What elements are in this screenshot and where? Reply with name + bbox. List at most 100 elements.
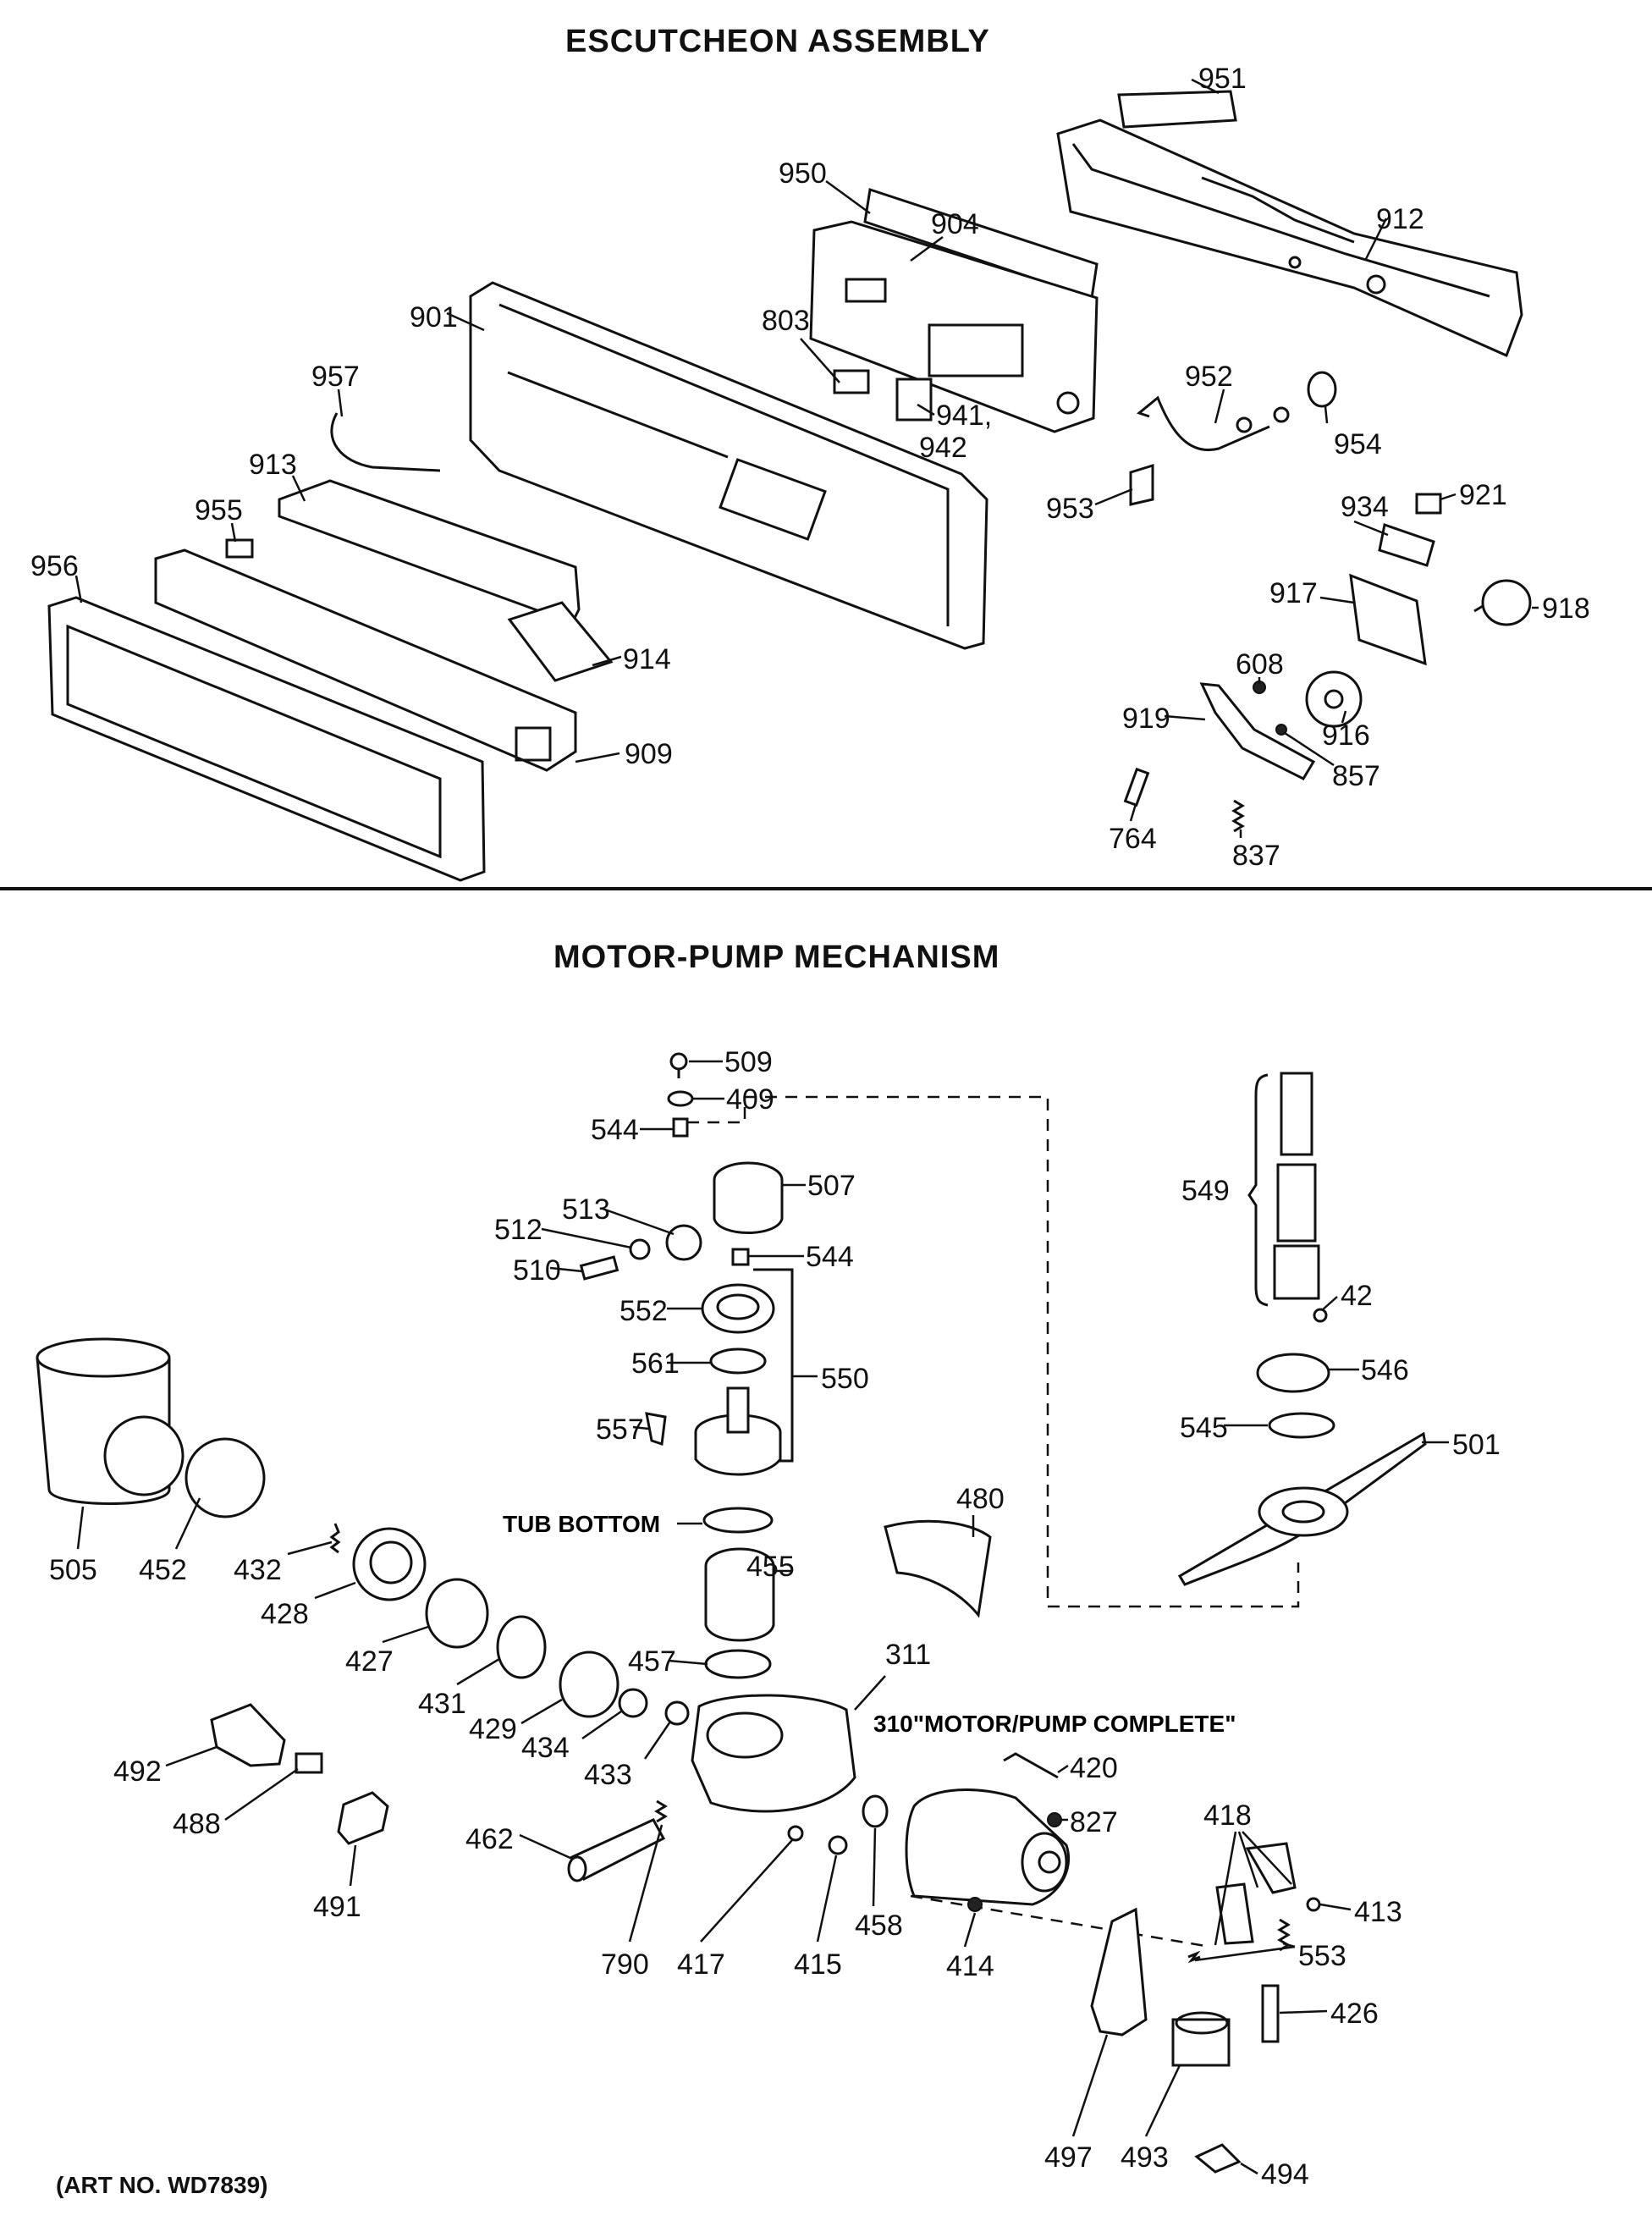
label-942: 942 bbox=[919, 432, 967, 464]
label-921: 921 bbox=[1459, 479, 1507, 511]
label-505: 505 bbox=[49, 1554, 97, 1586]
label-455: 455 bbox=[746, 1551, 795, 1583]
label-452: 452 bbox=[139, 1554, 187, 1586]
label-955: 955 bbox=[195, 494, 243, 526]
part-957-drawing bbox=[330, 412, 441, 472]
part-913-drawing bbox=[278, 479, 581, 625]
escutcheon-parts bbox=[47, 90, 1532, 882]
part-455-drawing bbox=[704, 1547, 775, 1642]
label-544-lower: 544 bbox=[806, 1241, 854, 1273]
label-417: 417 bbox=[677, 1948, 725, 1981]
part-420-drawing bbox=[1003, 1752, 1059, 1779]
part-513-drawing bbox=[665, 1224, 702, 1261]
part-914-drawing bbox=[507, 601, 614, 682]
part-457-drawing bbox=[704, 1649, 772, 1679]
part-956-drawing bbox=[47, 596, 486, 882]
label-912: 912 bbox=[1376, 203, 1424, 235]
label-553: 553 bbox=[1298, 1940, 1346, 1972]
part-912-drawing bbox=[1056, 118, 1523, 358]
part-509-drawing bbox=[669, 1052, 688, 1078]
label-480: 480 bbox=[956, 1483, 1005, 1515]
label-956: 956 bbox=[30, 550, 79, 582]
escutcheon-leaders bbox=[74, 78, 1539, 838]
part-955-drawing bbox=[225, 538, 254, 559]
part-919-drawing bbox=[1199, 682, 1316, 780]
label-914: 914 bbox=[623, 643, 671, 675]
label-418: 418 bbox=[1203, 1799, 1252, 1832]
section-divider bbox=[0, 887, 1652, 890]
label-415: 415 bbox=[794, 1948, 842, 1981]
part-493-drawing bbox=[1171, 2011, 1231, 2067]
label-492: 492 bbox=[113, 1755, 162, 1788]
part-544b-drawing bbox=[731, 1248, 750, 1266]
label-917: 917 bbox=[1269, 577, 1318, 609]
label-409: 409 bbox=[726, 1083, 774, 1116]
label-488: 488 bbox=[173, 1808, 221, 1840]
label-509: 509 bbox=[724, 1046, 773, 1078]
label-497: 497 bbox=[1044, 2141, 1093, 2174]
label-512: 512 bbox=[494, 1214, 542, 1246]
label-957: 957 bbox=[311, 361, 360, 393]
part-918-drawing bbox=[1473, 579, 1532, 626]
part-510-drawing bbox=[579, 1255, 620, 1281]
part-458-drawing bbox=[862, 1794, 889, 1828]
part-904-drawing bbox=[809, 220, 1099, 433]
label-545: 545 bbox=[1180, 1412, 1228, 1444]
part-505-drawing bbox=[36, 1337, 184, 1505]
label-434: 434 bbox=[521, 1732, 570, 1764]
part-951-drawing bbox=[1117, 90, 1237, 129]
label-837: 837 bbox=[1232, 840, 1280, 872]
part-409-drawing bbox=[667, 1090, 694, 1107]
label-457: 457 bbox=[628, 1645, 676, 1678]
label-311: 311 bbox=[885, 1639, 931, 1671]
label-420: 420 bbox=[1070, 1752, 1118, 1784]
part-941-942-drawing bbox=[895, 378, 933, 422]
motor-pump-complete-label: 310"MOTOR/PUMP COMPLETE" bbox=[873, 1711, 1236, 1737]
part-837-drawing bbox=[1231, 799, 1245, 833]
label-513: 513 bbox=[562, 1193, 610, 1226]
label-501: 501 bbox=[1452, 1429, 1501, 1461]
part-434-drawing bbox=[618, 1688, 648, 1718]
part-549-drawing bbox=[1273, 1072, 1320, 1300]
label-954: 954 bbox=[1334, 428, 1382, 460]
part-426-drawing bbox=[1261, 1984, 1280, 2043]
label-909: 909 bbox=[625, 738, 673, 770]
part-917-drawing bbox=[1349, 573, 1427, 666]
motor-pump-parts bbox=[36, 1052, 1427, 2174]
label-494: 494 bbox=[1261, 2158, 1309, 2191]
part-545-drawing bbox=[1268, 1412, 1335, 1439]
part-497-drawing bbox=[1090, 1907, 1148, 2036]
part-417-drawing bbox=[787, 1825, 804, 1842]
label-901: 901 bbox=[410, 301, 458, 333]
part-452-drawing bbox=[184, 1437, 266, 1518]
part-427-drawing bbox=[425, 1578, 489, 1649]
part-552-drawing bbox=[701, 1283, 775, 1334]
part-492-drawing bbox=[210, 1703, 286, 1767]
label-951: 951 bbox=[1198, 63, 1247, 95]
part-431-drawing bbox=[496, 1615, 547, 1679]
label-431: 431 bbox=[418, 1688, 466, 1720]
label-429: 429 bbox=[469, 1713, 517, 1745]
label-432: 432 bbox=[234, 1554, 282, 1586]
label-919: 919 bbox=[1122, 703, 1170, 735]
part-491-drawing bbox=[337, 1791, 389, 1845]
label-790: 790 bbox=[601, 1948, 649, 1981]
part-428-drawing bbox=[352, 1527, 427, 1601]
part-790-drawing bbox=[654, 1799, 668, 1823]
part-921-drawing bbox=[1415, 493, 1442, 515]
part-414-drawing bbox=[967, 1897, 983, 1912]
part-544a-drawing bbox=[672, 1117, 689, 1138]
part-507-drawing bbox=[713, 1161, 784, 1234]
part-512-drawing bbox=[629, 1238, 651, 1260]
label-941: 941, bbox=[936, 400, 992, 432]
part-561-drawing bbox=[709, 1347, 767, 1375]
part-550-drawing bbox=[694, 1386, 782, 1476]
part-429-drawing bbox=[559, 1651, 620, 1718]
label-427: 427 bbox=[345, 1645, 394, 1678]
part-501-drawing bbox=[1177, 1431, 1427, 1586]
motor-pump-leaders bbox=[76, 1060, 1449, 2175]
label-764: 764 bbox=[1109, 823, 1157, 855]
part-546-drawing bbox=[1256, 1353, 1330, 1393]
part-462-drawing bbox=[567, 1818, 666, 1882]
